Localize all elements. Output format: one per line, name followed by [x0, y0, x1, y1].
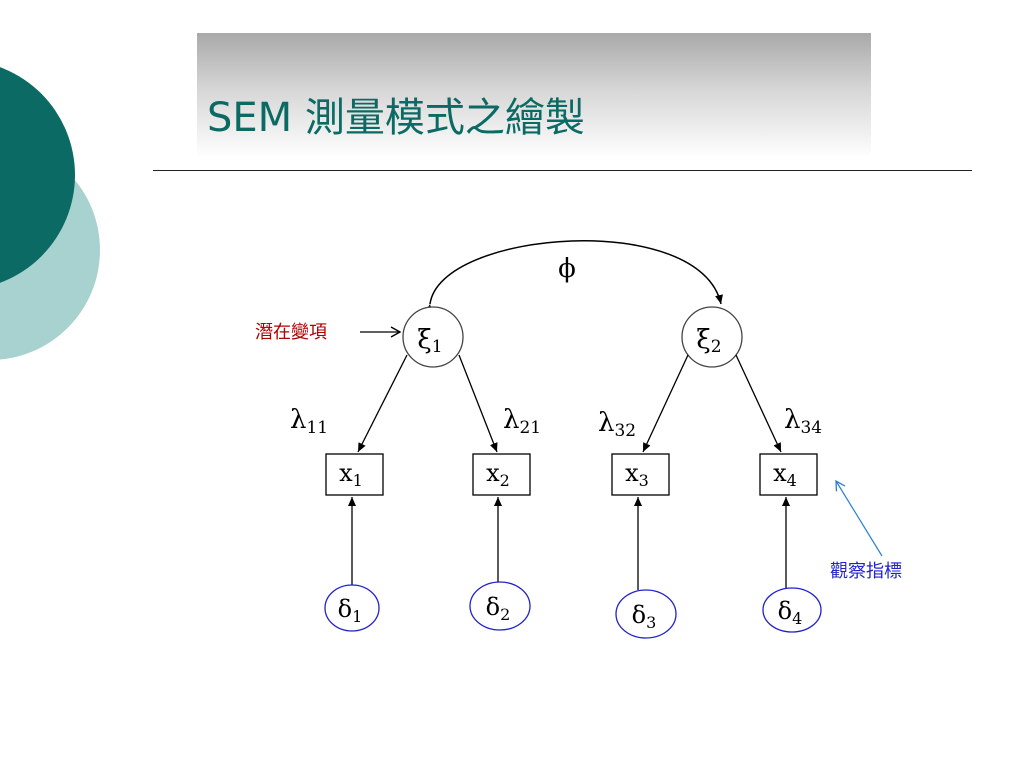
error-subscript: 3: [646, 613, 656, 632]
indicator-subscript: 1: [353, 471, 363, 490]
latent-subscript: 1: [432, 337, 443, 357]
latent-circle-1: [402, 306, 464, 368]
svg-text:x4: x4: [773, 459, 797, 490]
loading-path: [458, 354, 498, 453]
indicator-symbol: x: [339, 459, 353, 487]
page-title: SEM 測量模式之繪製: [207, 95, 585, 141]
loading-path: [642, 354, 689, 453]
loading-subscript: 21: [519, 418, 541, 438]
latent-variable: ξ1: [402, 306, 464, 368]
indicator-symbol: x: [486, 459, 500, 487]
error-symbol: δ: [486, 593, 500, 621]
error-term: δ2: [469, 581, 531, 631]
latent-symbol: ξ: [417, 325, 431, 355]
indicator-box: x4: [759, 453, 818, 496]
latent-annotation: 潛在變項: [255, 322, 327, 343]
error-subscript: 4: [792, 609, 802, 628]
decorative-circle-dark: [0, 67, 75, 283]
loading-path: [735, 354, 782, 453]
loading-subscript: 11: [306, 418, 328, 438]
indicator-subscript: 4: [787, 471, 797, 490]
svg-text:δ1: δ1: [338, 595, 363, 626]
svg-text:δ3: δ3: [632, 601, 657, 632]
error-term: δ4: [762, 587, 822, 633]
indicator-symbol: x: [625, 459, 639, 487]
indicator-subscript: 2: [500, 471, 510, 490]
svg-text:ξ1: ξ1: [417, 325, 442, 357]
svg-text:δ2: δ2: [486, 593, 511, 624]
observed-annotation: 觀察指標: [830, 561, 902, 582]
svg-text:x3: x3: [625, 459, 649, 490]
loading-symbol: λ: [290, 405, 306, 435]
error-subscript: 2: [500, 605, 510, 624]
title-divider: [153, 170, 972, 171]
title-band: [197, 33, 871, 158]
indicator-subscript: 3: [639, 471, 649, 490]
indicator-symbol: x: [773, 459, 787, 487]
loading-symbol: λ: [784, 405, 800, 435]
indicator-box: x2: [472, 453, 531, 496]
indicator-box: x3: [611, 453, 670, 496]
observed-annotation-arrow: [835, 479, 883, 557]
loading-label: λ21: [503, 405, 541, 438]
svg-text:x2: x2: [486, 459, 510, 490]
svg-text:x1: x1: [339, 459, 363, 490]
latent-symbol: ξ: [696, 325, 710, 355]
loading-label: λ11: [290, 405, 328, 438]
error-term: δ3: [615, 589, 677, 639]
correlation-phi: ϕ: [558, 254, 576, 284]
loading-label: λ32: [598, 408, 636, 441]
loading-subscript: 32: [614, 421, 636, 441]
latent-variable: ξ2: [681, 306, 743, 368]
loading-subscript: 34: [800, 418, 822, 438]
latent-circle-2: [681, 306, 743, 368]
error-subscript: 1: [352, 607, 362, 626]
indicator-box: x1: [325, 453, 384, 496]
loading-symbol: λ: [598, 408, 614, 438]
svg-text:ξ2: ξ2: [696, 325, 721, 357]
svg-text:δ4: δ4: [778, 597, 803, 628]
loading-symbol: λ: [503, 405, 519, 435]
error-symbol: δ: [632, 601, 646, 629]
error-term: δ1: [324, 584, 380, 632]
loading-label: λ34: [784, 405, 822, 438]
correlation-arc: [424, 240, 723, 314]
loading-path: [357, 354, 408, 453]
error-symbol: δ: [338, 595, 352, 623]
latent-subscript: 2: [711, 337, 722, 357]
decorative-circles: [0, 67, 100, 360]
error-symbol: δ: [778, 597, 792, 625]
